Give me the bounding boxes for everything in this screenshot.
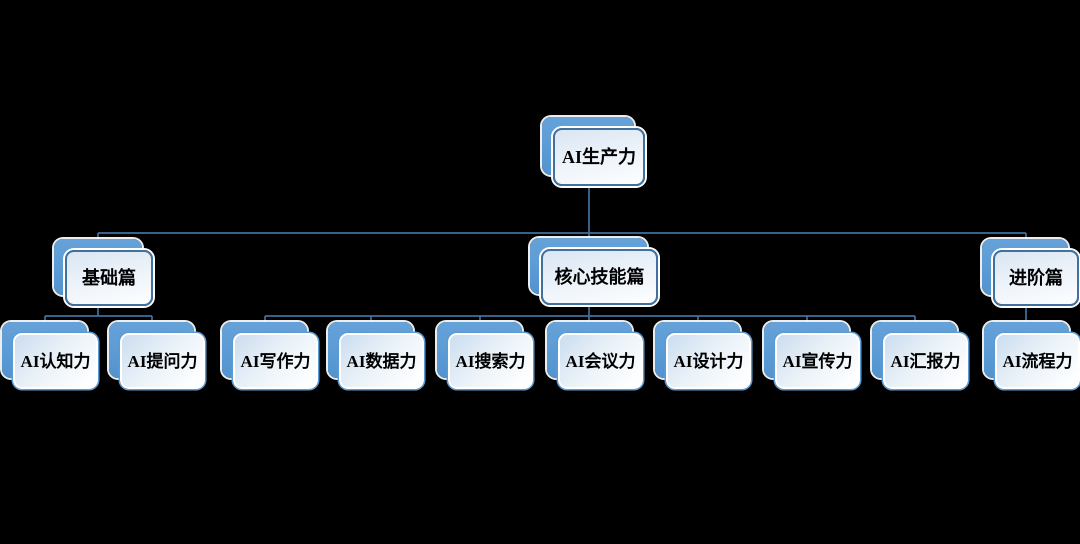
org-node-ai-workflow: AI流程力 [984, 322, 1080, 389]
node-label: AI汇报力 [890, 351, 961, 371]
node-label: AI提问力 [127, 351, 198, 371]
node-label: AI宣传力 [782, 351, 853, 371]
node-label: AI流程力 [1002, 351, 1073, 371]
node-card: AI认知力 [13, 333, 98, 389]
node-card: AI汇报力 [883, 333, 968, 389]
org-node-ai-meeting: AI会议力 [547, 322, 643, 389]
node-card: AI设计力 [666, 333, 751, 389]
node-label: 核心技能篇 [554, 267, 645, 287]
node-label: AI会议力 [565, 351, 636, 371]
node-card: 基础篇 [65, 250, 153, 306]
org-node-ai-data: AI数据力 [328, 322, 424, 389]
org-node-core-skills: 核心技能篇 [530, 238, 658, 305]
node-card: 进阶篇 [993, 250, 1079, 306]
node-label: AI认知力 [20, 351, 91, 371]
node-label: AI设计力 [673, 351, 744, 371]
org-node-advanced: 进阶篇 [982, 239, 1079, 306]
org-node-ai-reporting: AI汇报力 [872, 322, 968, 389]
node-label: 进阶篇 [1009, 268, 1063, 288]
org-node-ai-search: AI搜索力 [437, 322, 533, 389]
node-label: AI数据力 [346, 351, 417, 371]
node-card: AI宣传力 [775, 333, 860, 389]
node-card: AI生产力 [553, 128, 645, 186]
org-node-ai-promotion: AI宣传力 [764, 322, 860, 389]
node-label: AI写作力 [240, 351, 311, 371]
org-node-ai-cognition: AI认知力 [2, 322, 98, 389]
node-card: AI提问力 [120, 333, 205, 389]
node-card: AI数据力 [339, 333, 424, 389]
node-label: AI搜索力 [455, 351, 526, 371]
org-node-ai-productivity: AI生产力 [542, 117, 645, 186]
node-card: AI写作力 [233, 333, 318, 389]
node-card: AI会议力 [558, 333, 643, 389]
node-card: AI流程力 [995, 333, 1080, 389]
org-node-ai-questioning: AI提问力 [109, 322, 205, 389]
node-label: 基础篇 [82, 268, 136, 288]
node-label: AI生产力 [561, 147, 636, 167]
org-node-ai-design: AI设计力 [655, 322, 751, 389]
org-node-ai-writing: AI写作力 [222, 322, 318, 389]
node-card: 核心技能篇 [541, 249, 658, 305]
node-card: AI搜索力 [448, 333, 533, 389]
org-node-basics: 基础篇 [54, 239, 153, 306]
